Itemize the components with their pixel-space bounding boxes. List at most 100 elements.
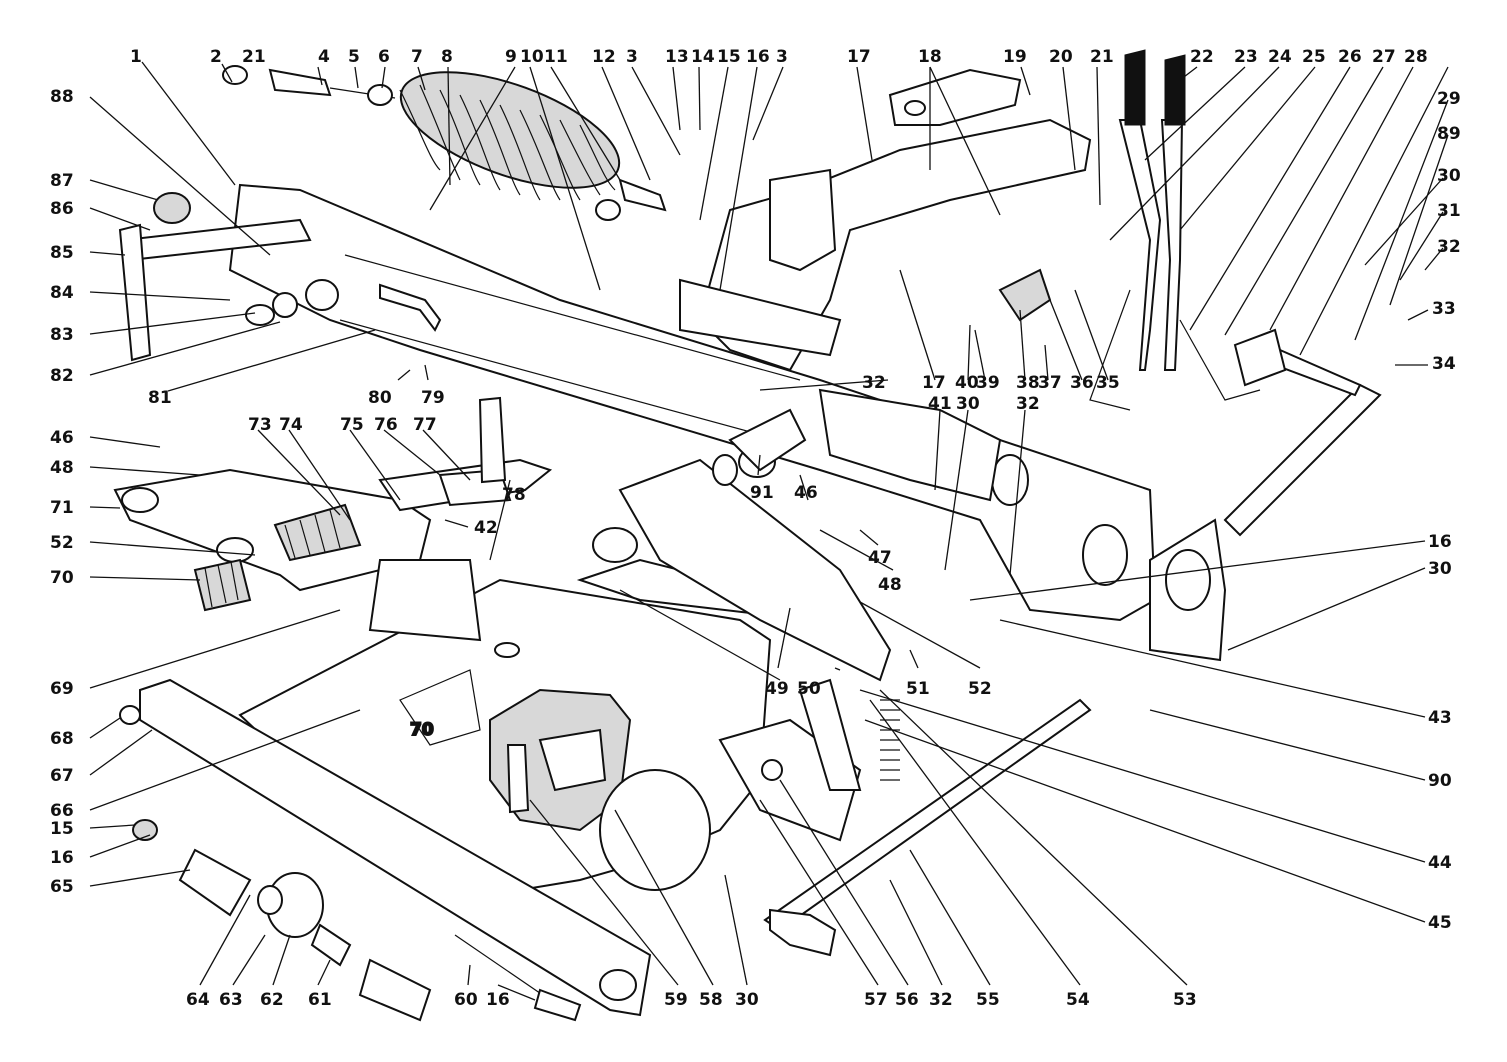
callout-36: 36 — [1070, 373, 1094, 393]
callout-31: 31 — [1437, 201, 1461, 221]
callout-67: 67 — [50, 766, 74, 786]
leader-lines — [89, 61, 1449, 1001]
callout-43: 43 — [1428, 708, 1452, 728]
callout-32b: 32 — [862, 373, 886, 393]
callout-25: 25 — [1302, 47, 1326, 67]
callout-86: 86 — [50, 199, 74, 219]
callout-34: 34 — [1432, 354, 1456, 374]
callout-69: 69 — [50, 679, 74, 699]
callout-12: 12 — [592, 47, 616, 67]
callout-63: 63 — [219, 990, 243, 1010]
callout-32d: 32 — [929, 990, 953, 1010]
parts-artwork: 70 — [113, 49, 1382, 1022]
callout-84: 84 — [50, 283, 74, 303]
callout-14: 14 — [691, 47, 715, 67]
callout-68: 68 — [50, 729, 74, 749]
callout-30b: 30 — [956, 394, 980, 414]
callout-61: 61 — [308, 990, 332, 1010]
callout-85: 85 — [50, 243, 74, 263]
callout-26: 26 — [1338, 47, 1362, 67]
callout-21: 21 — [242, 47, 266, 67]
callout-30c: 30 — [1428, 559, 1452, 579]
callout-90: 90 — [1428, 771, 1452, 791]
callout-20: 20 — [1049, 47, 1073, 67]
callout-64: 64 — [186, 990, 210, 1010]
callout-53: 53 — [1173, 990, 1197, 1010]
callout-51: 51 — [906, 679, 930, 699]
callout-41: 41 — [928, 394, 952, 414]
callout-82: 82 — [50, 366, 74, 386]
callout-88: 88 — [50, 87, 74, 107]
callout-48b: 48 — [878, 575, 902, 595]
sleeve-65 — [178, 848, 252, 917]
callout-13: 13 — [665, 47, 689, 67]
upper-bracket — [698, 118, 1092, 372]
callout-42: 42 — [474, 518, 498, 538]
callout-78: 78 — [502, 485, 526, 505]
callout-60: 60 — [454, 990, 478, 1010]
callout-37: 37 — [1038, 373, 1062, 393]
callout-71: 71 — [50, 498, 74, 518]
callout-52a: 52 — [50, 533, 74, 553]
callout-46a: 46 — [50, 428, 74, 448]
decal-text: 70 — [410, 720, 434, 740]
callout-27: 27 — [1372, 47, 1396, 67]
callout-57: 57 — [864, 990, 888, 1010]
callout-18: 18 — [918, 47, 942, 67]
callout-19: 19 — [1003, 47, 1027, 67]
frame-hole-2 — [1082, 524, 1128, 586]
bar-67 — [139, 678, 652, 1017]
callout-56: 56 — [895, 990, 919, 1010]
callout-75: 75 — [340, 415, 364, 435]
callout-9: 9 — [505, 47, 517, 67]
model-decal: 70 — [399, 669, 481, 746]
link-85 — [118, 223, 152, 362]
callout-11: 11 — [544, 47, 568, 67]
callout-62: 62 — [260, 990, 284, 1010]
callout-15: 15 — [717, 47, 741, 67]
callout-79: 79 — [421, 388, 445, 408]
callout-35: 35 — [1096, 373, 1120, 393]
callout-66: 66 — [50, 801, 74, 821]
block-27 — [1233, 328, 1287, 387]
callout-33: 33 — [1432, 299, 1456, 319]
bushing-87 — [153, 192, 191, 224]
callout-91: 91 — [750, 483, 774, 503]
callout-2: 2 — [210, 47, 222, 67]
callout-89: 89 — [1437, 124, 1461, 144]
callout-46b: 46 — [794, 483, 818, 503]
spring-55 — [880, 699, 900, 781]
callout-30a: 30 — [1437, 166, 1461, 186]
vertical-plate — [769, 168, 837, 272]
compression-spring-73 — [273, 503, 362, 562]
callout-32a: 32 — [1437, 237, 1461, 257]
callout-39: 39 — [976, 373, 1000, 393]
callout-labels: 1 2 21 4 5 6 7 8 9 10 11 12 3 13 14 15 1… — [50, 47, 1461, 1010]
callout-74: 74 — [279, 415, 303, 435]
callout-15b: 15 — [50, 819, 74, 839]
callout-87: 87 — [50, 171, 74, 191]
tension-spring — [399, 71, 621, 201]
callout-48a: 48 — [50, 458, 74, 478]
callout-49: 49 — [765, 679, 789, 699]
callout-7: 7 — [411, 47, 423, 67]
callout-24: 24 — [1268, 47, 1292, 67]
callout-50: 50 — [797, 679, 821, 699]
callout-3a: 3 — [626, 47, 638, 67]
spring-38 — [998, 268, 1052, 322]
callout-58: 58 — [699, 990, 723, 1010]
compression-spring-70 — [193, 558, 252, 612]
callout-5: 5 — [348, 47, 360, 67]
callout-1: 1 — [130, 47, 142, 67]
callout-59: 59 — [664, 990, 688, 1010]
callout-16d: 16 — [486, 990, 510, 1010]
callout-76: 76 — [374, 415, 398, 435]
callout-40: 40 — [955, 373, 979, 393]
callout-38: 38 — [1016, 373, 1040, 393]
callout-8: 8 — [441, 47, 453, 67]
callout-70: 70 — [50, 568, 74, 588]
callout-16: 16 — [746, 47, 770, 67]
callout-45: 45 — [1428, 913, 1452, 933]
